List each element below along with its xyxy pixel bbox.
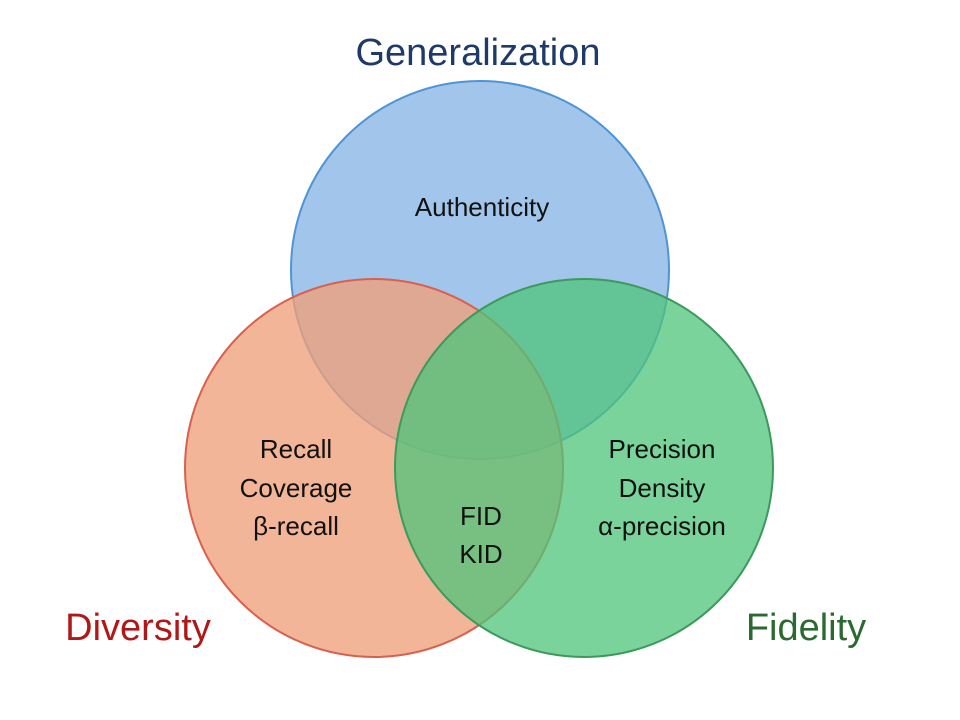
- intersection-metric: KID: [459, 539, 502, 569]
- generalization-title: Generalization: [355, 32, 600, 74]
- fidelity-metric: Density: [619, 473, 706, 503]
- diversity-metric: Recall: [260, 434, 332, 464]
- fidelity-metric: Precision: [609, 434, 716, 464]
- diversity-metric: β-recall: [253, 511, 339, 541]
- diversity-metric: Coverage: [240, 473, 353, 503]
- fidelity-title: Fidelity: [746, 607, 866, 649]
- generalization-metric: Authenticity: [415, 192, 549, 222]
- intersection-metric: FID: [460, 501, 502, 531]
- fidelity-metric: α-precision: [598, 511, 726, 541]
- fidelity-circle: [394, 278, 774, 658]
- diversity-title: Diversity: [65, 607, 211, 649]
